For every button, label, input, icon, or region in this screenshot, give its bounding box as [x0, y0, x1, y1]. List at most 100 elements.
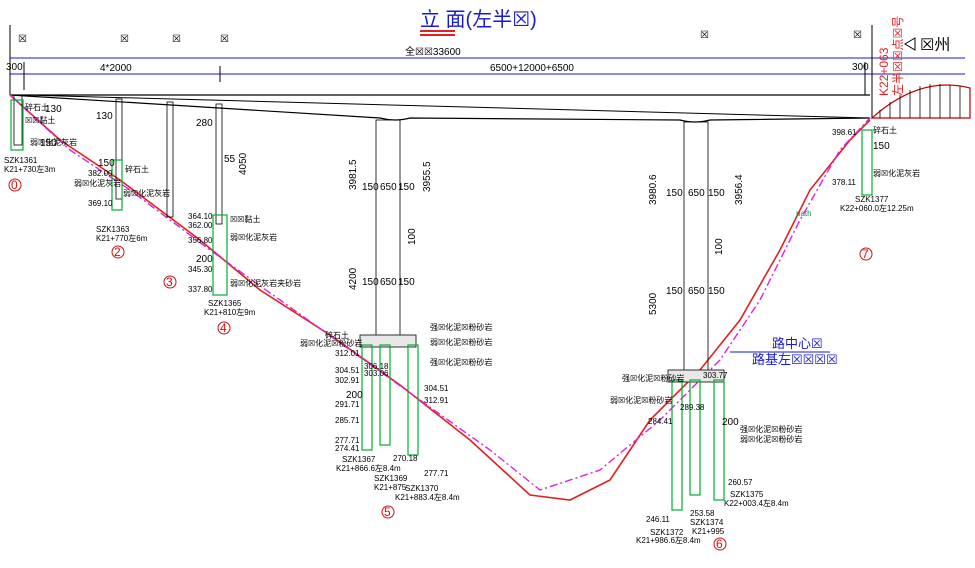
stratum-label: 弱☒化泥☒粉砂岩 [740, 434, 802, 444]
stratum-label: 弱☒化泥☒粉砂岩 [610, 395, 672, 405]
elevation-value: 302.91 [335, 376, 360, 385]
borehole-station: K21+866.6左8.4m [336, 463, 401, 473]
elevation-value: 364.10 [188, 212, 213, 221]
chainage-label: K22+063 [877, 47, 891, 96]
dimension-lines [9, 25, 965, 118]
borehole-station: K21+875 [374, 483, 407, 492]
elevation-value: 356.80 [188, 236, 213, 245]
dim-value: 100 [714, 238, 725, 255]
ground-line [9, 94, 871, 501]
dim-value: 200 [346, 390, 363, 401]
stratum-label: 弱☒化泥灰岩 [873, 168, 920, 178]
stratum-label: 强☒化泥☒粉砂岩 [430, 357, 492, 367]
total-length: 全☒☒33600 [405, 45, 461, 58]
chainage-note: 左半☒☒点☒号 [890, 16, 905, 96]
elevation-value: 284.41 [648, 417, 673, 426]
dim-value: 150 [666, 188, 683, 199]
stratum-label: 碎石土 [25, 102, 49, 112]
elevation-value: 303.06 [364, 369, 389, 378]
borehole-station: K21+986.6左8.4m [636, 535, 701, 545]
top-mark: ☒ [700, 30, 709, 41]
elevation-value: 253.58 [690, 509, 715, 518]
dim-value: 4050 [238, 152, 249, 175]
roadbed-left-label: 路基左☒☒☒☒ [752, 352, 838, 367]
borehole-labels: SZK1361 K21+730左3m SZK1363 K21+770左6m SZ… [4, 156, 914, 545]
elevation-value: 285.71 [335, 416, 360, 425]
pier-number: 2 [114, 245, 121, 259]
borehole-station: K21+883.4左8.4m [395, 492, 460, 502]
elevation-value: 274.41 [335, 444, 360, 453]
borehole-station: K21+810左9m [204, 307, 256, 317]
stratum-label: 弱☒化泥灰岩 [30, 137, 77, 147]
dim-value: 3981.5 [348, 159, 359, 190]
elevation-value: 362.00 [188, 221, 213, 230]
borehole-id: SZK1372 [650, 528, 684, 537]
elevation-value: 312.01 [335, 349, 360, 358]
dim-value: 150 [708, 188, 725, 199]
top-mark: ☒ [18, 34, 27, 45]
stratum-label: 碎石土 [125, 164, 149, 174]
borehole-id: SZK1370 [405, 484, 439, 493]
dim-value: 150 [398, 277, 415, 288]
bridge-deck [9, 94, 871, 123]
pier-dimensions: 130 150 130 150 280 55 4050 200 3981.5 1… [40, 104, 890, 428]
pier-number: 6 [716, 537, 723, 551]
borehole-id: SZK1367 [342, 455, 376, 464]
pier-number: 5 [384, 505, 391, 519]
borehole-station: K21+995 [692, 527, 725, 536]
pier-number: 7 [862, 247, 869, 261]
drawing-title: 立 面(左半☒) [420, 8, 537, 31]
strata-labels: 碎石土 ☒☒黏土 弱☒化泥灰岩 碎石土 弱☒化泥灰岩 弱☒化泥灰岩 ☒☒黏土 弱… [25, 102, 920, 444]
abutment-hatch [870, 84, 971, 119]
dim-value: 150 [873, 141, 890, 152]
stratum-label: ☒☒黏土 [230, 214, 260, 224]
dim-value: 200 [722, 417, 739, 428]
elevation-value: 289.38 [680, 403, 705, 412]
left-end-dim: 300 [6, 62, 23, 73]
stratum-label: 弱☒化泥灰岩 [74, 178, 121, 188]
borehole-station: K21+770左6m [96, 233, 148, 243]
dim-value: 5300 [648, 292, 659, 315]
stratum-label: 强☒化泥☒粉砂岩 [622, 373, 684, 383]
borehole-id: SZK1374 [690, 518, 724, 527]
elevation-value: 382.00 [88, 169, 113, 178]
dim-value: 280 [196, 118, 213, 129]
elevation-value: 277.71 [424, 469, 449, 478]
elevation-value: 345.30 [188, 265, 213, 274]
elevation-value: 277.71 [335, 436, 360, 445]
stratum-label: 强☒化泥☒粉砂岩 [430, 322, 492, 332]
dim-value: 150 [398, 182, 415, 193]
borehole-station: K21+730左3m [4, 164, 56, 174]
roadbed-line [9, 94, 871, 491]
elevation-value: 304.51 [335, 366, 360, 375]
pier-number: 0 [11, 178, 18, 192]
dim-value: 130 [45, 104, 62, 115]
elevation-value: 304.51 [424, 384, 449, 393]
dim-value: 3956.4 [734, 174, 745, 205]
dim-value: 150 [666, 286, 683, 297]
dim-value: 150 [362, 182, 379, 193]
dim-value: 150 [362, 277, 379, 288]
dim-value: 55 [224, 154, 236, 165]
dim-value: 150 [98, 158, 115, 169]
road-center-label: 路中心☒ [772, 336, 823, 351]
stratum-label: 强☒化泥☒粉砂岩 [740, 424, 802, 434]
elevation-value: 369.10 [88, 199, 113, 208]
deck-soffit [23, 94, 871, 119]
main-spans-dim: 6500+12000+6500 [490, 63, 574, 74]
dim-value: 650 [688, 286, 705, 297]
stratum-label: 弱☒化泥灰岩 [230, 232, 277, 242]
left-spans-dim: 4*2000 [100, 63, 132, 74]
stratum-label: 弱☒化泥☒粉砂岩 [300, 338, 362, 348]
borehole-station: K22+060.0左12.25m [840, 203, 914, 213]
elevation-value: 270.18 [393, 454, 418, 463]
direction-label: ☒州 [920, 37, 950, 54]
elevation-value: 291.71 [335, 400, 360, 409]
stratum-label: ☒☒黏土 [25, 115, 55, 125]
dim-value: 3955.5 [422, 161, 433, 192]
dim-value: 100 [407, 228, 418, 245]
stratum-label: 碎石土 [873, 125, 897, 135]
dim-value: 130 [96, 111, 113, 122]
dim-value: 150 [708, 286, 725, 297]
